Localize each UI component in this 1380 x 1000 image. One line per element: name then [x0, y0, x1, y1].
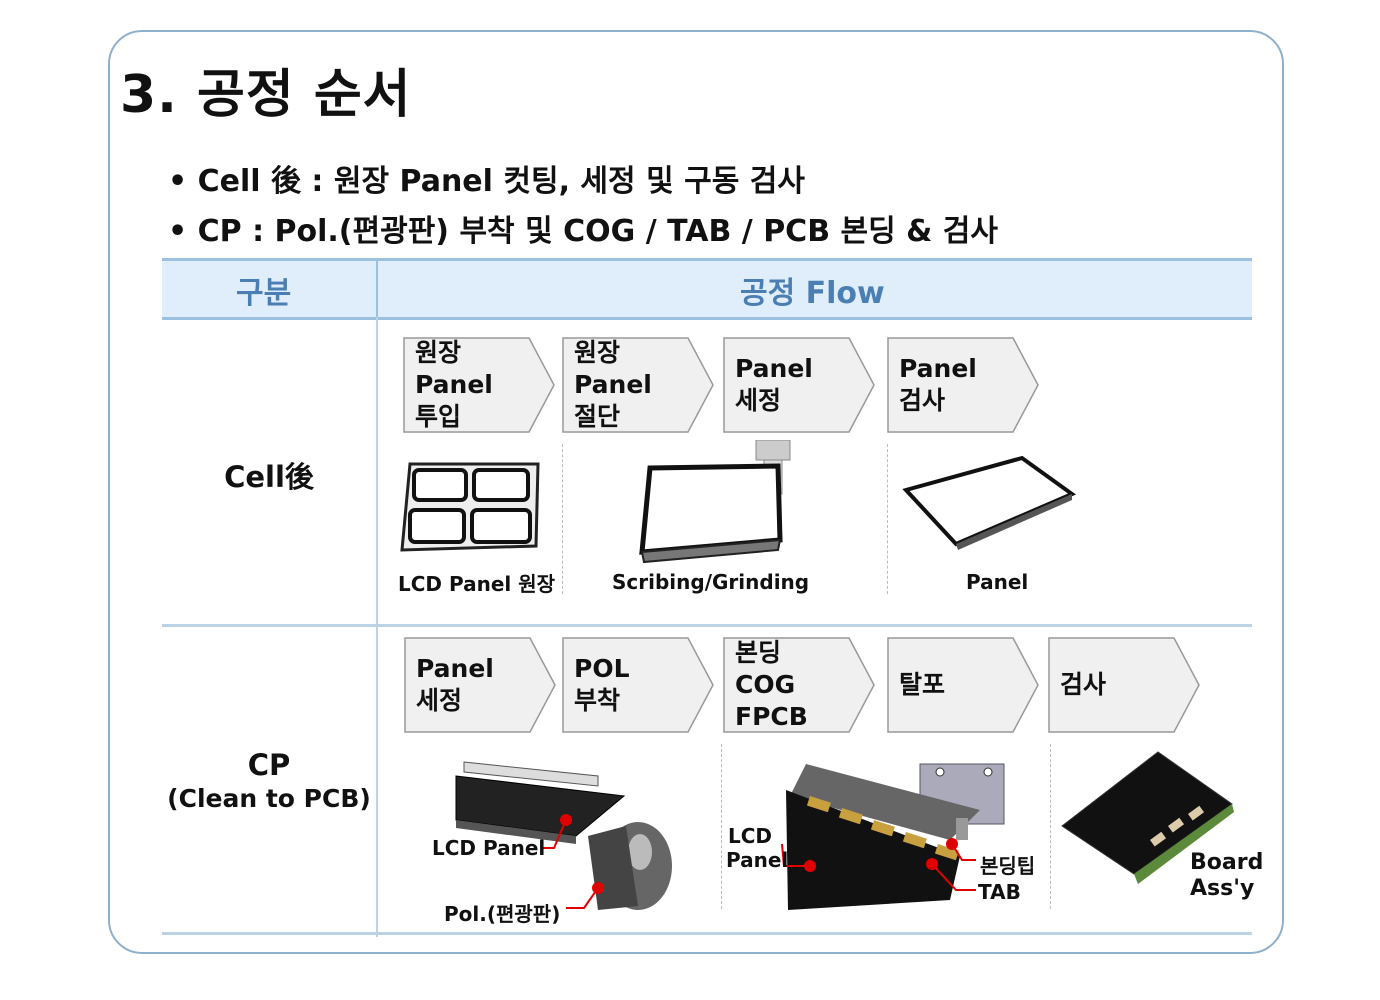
step-text: FPCB: [735, 702, 808, 731]
step-text: Panel: [899, 354, 977, 383]
lcd-mother-glass-illustration: [400, 462, 540, 552]
step-text: 검사: [1060, 670, 1107, 699]
chevron-shape: [404, 637, 556, 733]
step-text: Panel: [574, 370, 652, 399]
callout-board-line2: Ass'y: [1190, 876, 1255, 901]
step-text: 세정: [735, 386, 782, 415]
step-text: 탈포: [899, 670, 946, 699]
bonding-illustration: [781, 763, 1005, 910]
caption-panel: Panel: [966, 570, 1029, 594]
chevron-shape: [562, 337, 714, 433]
board-assembly-illustration: [1061, 751, 1234, 884]
step-text: Panel: [415, 370, 493, 399]
step-text: 본딩: [735, 638, 782, 667]
table-header-divider: [376, 258, 378, 318]
dashed-separator: [1050, 744, 1051, 909]
step-cell-1: 원장 Panel 투입: [403, 337, 555, 433]
step-text: 부착: [574, 686, 621, 715]
row-divider: [162, 624, 1252, 627]
callout-bonding-tip: 본딩팁: [980, 854, 1036, 878]
slide-title: 3. 공정 순서: [120, 65, 412, 125]
header-process-flow: 공정 Flow: [740, 276, 885, 311]
step-text: POL: [574, 654, 630, 683]
caption-scribing: Scribing/Grinding: [612, 570, 810, 594]
step-text: 원장: [415, 338, 462, 367]
step-text: 절단: [574, 402, 621, 431]
pol-attach-illustration: [455, 761, 672, 910]
chevron-shape: [887, 637, 1039, 733]
callout-board-line1: Board: [1190, 850, 1264, 875]
step-text: 검사: [899, 386, 946, 415]
step-cp-1: Panel 세정: [404, 637, 556, 733]
chevron-shape: [1048, 637, 1200, 733]
dashed-separator: [562, 444, 563, 594]
step-text: Panel: [416, 654, 494, 683]
callout-lcd-panel-2-line2: Panel: [726, 848, 789, 872]
step-cp-4: 탈포: [887, 637, 1039, 733]
step-cell-2: 원장 Panel 절단: [562, 337, 714, 433]
bullet-cp: • CP : Pol.(편광판) 부착 및 COG / TAB / PCB 본딩…: [168, 214, 998, 249]
bullet-cell: • Cell 後 : 원장 Panel 컷팅, 세정 및 구동 검사: [168, 164, 805, 199]
callout-pol: Pol.(편광판): [444, 902, 561, 926]
dashed-separator: [887, 444, 888, 594]
table-column-divider: [376, 317, 378, 937]
row-sublabel-cp: (Clean to PCB): [167, 784, 371, 813]
step-text: Panel: [735, 354, 813, 383]
chevron-shape: [887, 337, 1039, 433]
step-cp-5: 검사: [1048, 637, 1200, 733]
header-category: 구분: [236, 276, 292, 311]
step-text: 세정: [416, 686, 463, 715]
step-cp-3: 본딩 COG FPCB: [723, 637, 875, 733]
chevron-shape: [562, 637, 714, 733]
table-bottom-line: [162, 932, 1252, 935]
chevron-shape: [723, 637, 875, 733]
callout-lcd-panel-2-line1: LCD: [728, 824, 773, 848]
caption-lcd-panel-mother: LCD Panel 원장: [398, 572, 556, 596]
row-label-cp: CP: [247, 748, 291, 782]
row-label-cell: Cell後: [224, 460, 314, 494]
panel-illustration: [902, 455, 1077, 550]
table-header: [162, 258, 1252, 320]
step-text: COG: [735, 670, 796, 699]
step-cell-4: Panel 검사: [887, 337, 1039, 433]
callout-tab: TAB: [978, 880, 1021, 904]
chevron-shape: [403, 337, 555, 433]
scribing-panel-illustration: [639, 440, 791, 564]
callout-lcd-panel: LCD Panel: [432, 836, 546, 860]
dashed-separator: [721, 744, 722, 909]
chevron-shape: [723, 337, 875, 433]
step-text: 원장: [574, 338, 621, 367]
step-cp-2: POL 부착: [562, 637, 714, 733]
step-text: 투입: [415, 402, 462, 431]
step-cell-3: Panel 세정: [723, 337, 875, 433]
